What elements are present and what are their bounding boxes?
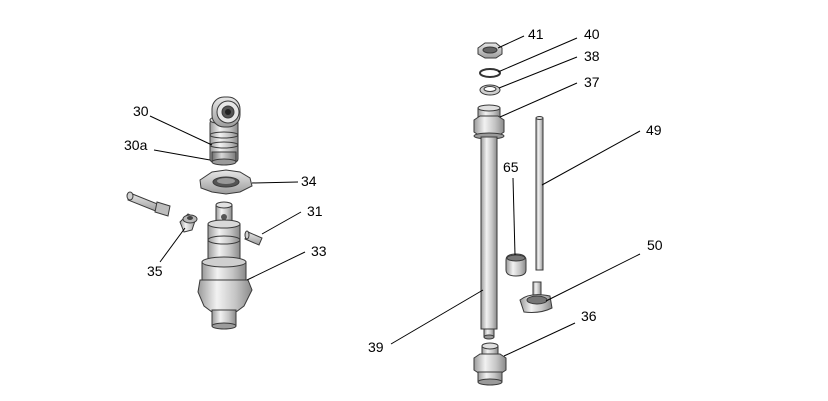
- part-38-washer: [479, 84, 501, 96]
- part-40-o-ring: [479, 68, 501, 78]
- callout-49: 49: [646, 122, 662, 138]
- callout-40: 40: [584, 26, 600, 42]
- callout-35: 35: [147, 263, 163, 279]
- part-36-cap: [473, 342, 507, 386]
- leader-33: [246, 251, 306, 281]
- leader-39: [390, 289, 484, 345]
- leader-35: [159, 227, 186, 263]
- leader-31: [261, 211, 302, 235]
- part-49-thin-rod: [535, 116, 544, 271]
- callout-33: 33: [311, 243, 327, 259]
- leader-30a: [153, 149, 211, 161]
- callout-34: 34: [301, 173, 317, 189]
- leader-65: [512, 177, 516, 256]
- callout-41: 41: [528, 26, 544, 42]
- callout-65: 65: [503, 159, 519, 175]
- leader-41: [497, 35, 525, 49]
- part-37-rod-nut: [473, 104, 505, 140]
- part-41-nut: [477, 42, 503, 59]
- part-65-clip: [505, 253, 527, 277]
- callout-37: 37: [584, 74, 600, 90]
- leader-34: [251, 181, 299, 184]
- part-bolt: [126, 191, 171, 217]
- leader-30: [149, 115, 213, 146]
- leader-49: [541, 130, 641, 186]
- part-39-rod: [480, 136, 498, 340]
- part-30a-ring: [211, 151, 237, 166]
- callout-36: 36: [581, 308, 597, 324]
- leader-36: [503, 322, 576, 357]
- leader-40: [497, 37, 578, 73]
- part-33-pump-body: [197, 201, 253, 330]
- callout-39: 39: [368, 339, 384, 355]
- part-34-lock-nut: [199, 169, 253, 195]
- leader-37: [499, 82, 578, 118]
- callout-38: 38: [584, 48, 600, 64]
- callout-30a: 30a: [124, 137, 148, 153]
- callout-30: 30: [133, 103, 149, 119]
- callout-31: 31: [307, 203, 323, 219]
- part-35-fitting: [179, 213, 198, 233]
- part-31-pin: [244, 230, 263, 246]
- callout-50: 50: [647, 237, 663, 253]
- leader-50: [545, 253, 641, 302]
- leader-38: [498, 56, 578, 89]
- part-50-clamp: [519, 281, 553, 313]
